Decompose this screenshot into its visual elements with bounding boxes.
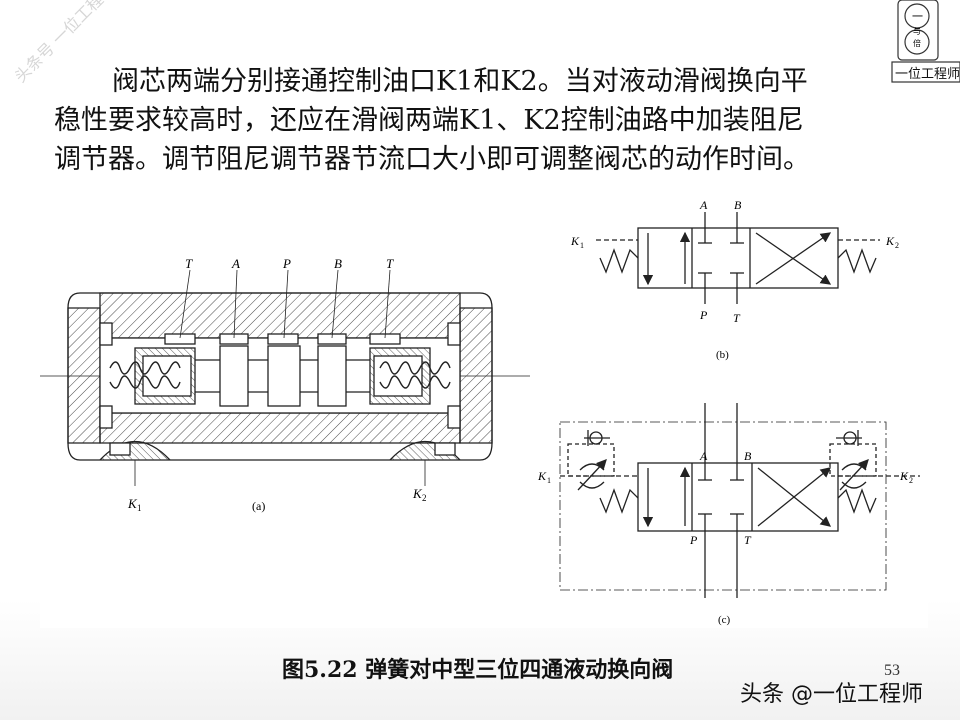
page-number: 53	[884, 662, 900, 679]
valve-figure: T A P B T K 1 K 2 (a) A B P T K 1	[40, 198, 928, 628]
fig-a-label-T-right: T	[386, 256, 394, 271]
fig-a-tag: (a)	[252, 499, 265, 513]
paragraph-line-2: 稳性要求较高时，还应在滑阀两端K1、K2控制油路中加装阻尼	[54, 105, 804, 136]
fig-a-label-P: P	[282, 256, 291, 271]
figure-c-symbol	[559, 403, 920, 598]
body-paragraph: 阀芯两端分别接通控制油口K1和K2。当对液动滑阀换向平 稳性要求较高时，还应在滑…	[54, 62, 934, 179]
paragraph-line-1: 阀芯两端分别接通控制油口K1和K2。当对液动滑阀换向平	[112, 66, 808, 97]
fig-b-tag: (b)	[716, 349, 729, 361]
fig-c-label-K2: K	[899, 469, 909, 483]
fig-a-label-B: B	[334, 256, 342, 271]
fig-a-label-K1: K	[127, 496, 138, 511]
brand-logo: 一 与 倍	[884, 0, 960, 92]
fig-c-tag: (c)	[718, 614, 731, 626]
fig-b-label-B: B	[734, 198, 742, 212]
fig-b-label-K2-sub: 2	[895, 241, 899, 250]
fig-c-label-P: P	[689, 533, 698, 547]
fig-c-label-K1: K	[537, 469, 547, 483]
fig-a-label-K1-sub: 1	[137, 503, 142, 513]
paragraph-line-3: 调节器。调节阻尼调节器节流口大小即可调整阀芯的动作时间。	[54, 144, 810, 175]
logo-glyph-3: 倍	[913, 38, 921, 48]
fig-c-label-K1-sub: 1	[547, 476, 551, 485]
figure-b-symbol	[596, 212, 880, 304]
logo-text: 一位工程师	[895, 67, 960, 82]
fig-b-label-K1-sub: 1	[580, 241, 584, 250]
fig-a-label-A: A	[231, 256, 240, 271]
fig-b-label-A: A	[699, 198, 708, 212]
fig-c-label-K2-sub: 2	[909, 476, 913, 485]
logo-glyph-1: 一	[912, 11, 923, 23]
fig-b-label-K1: K	[570, 234, 580, 248]
figure-caption: 图5.22 弹簧对中型三位四通液动换向阀	[282, 657, 674, 683]
fig-b-label-K2: K	[885, 234, 895, 248]
fig-c-label-A: A	[699, 449, 708, 463]
toutiao-attribution: 头条 @一位工程师	[740, 682, 923, 707]
logo-glyph-2: 与	[913, 27, 921, 36]
fig-a-label-K2: K	[412, 486, 423, 501]
fig-c-label-T: T	[744, 533, 752, 547]
fig-a-label-K2-sub: 2	[422, 493, 427, 503]
fig-b-label-P: P	[699, 308, 708, 322]
fig-a-label-T-left: T	[185, 256, 193, 271]
fig-c-label-B: B	[744, 449, 752, 463]
fig-b-label-T: T	[733, 311, 741, 325]
figure-a-section	[40, 269, 530, 486]
